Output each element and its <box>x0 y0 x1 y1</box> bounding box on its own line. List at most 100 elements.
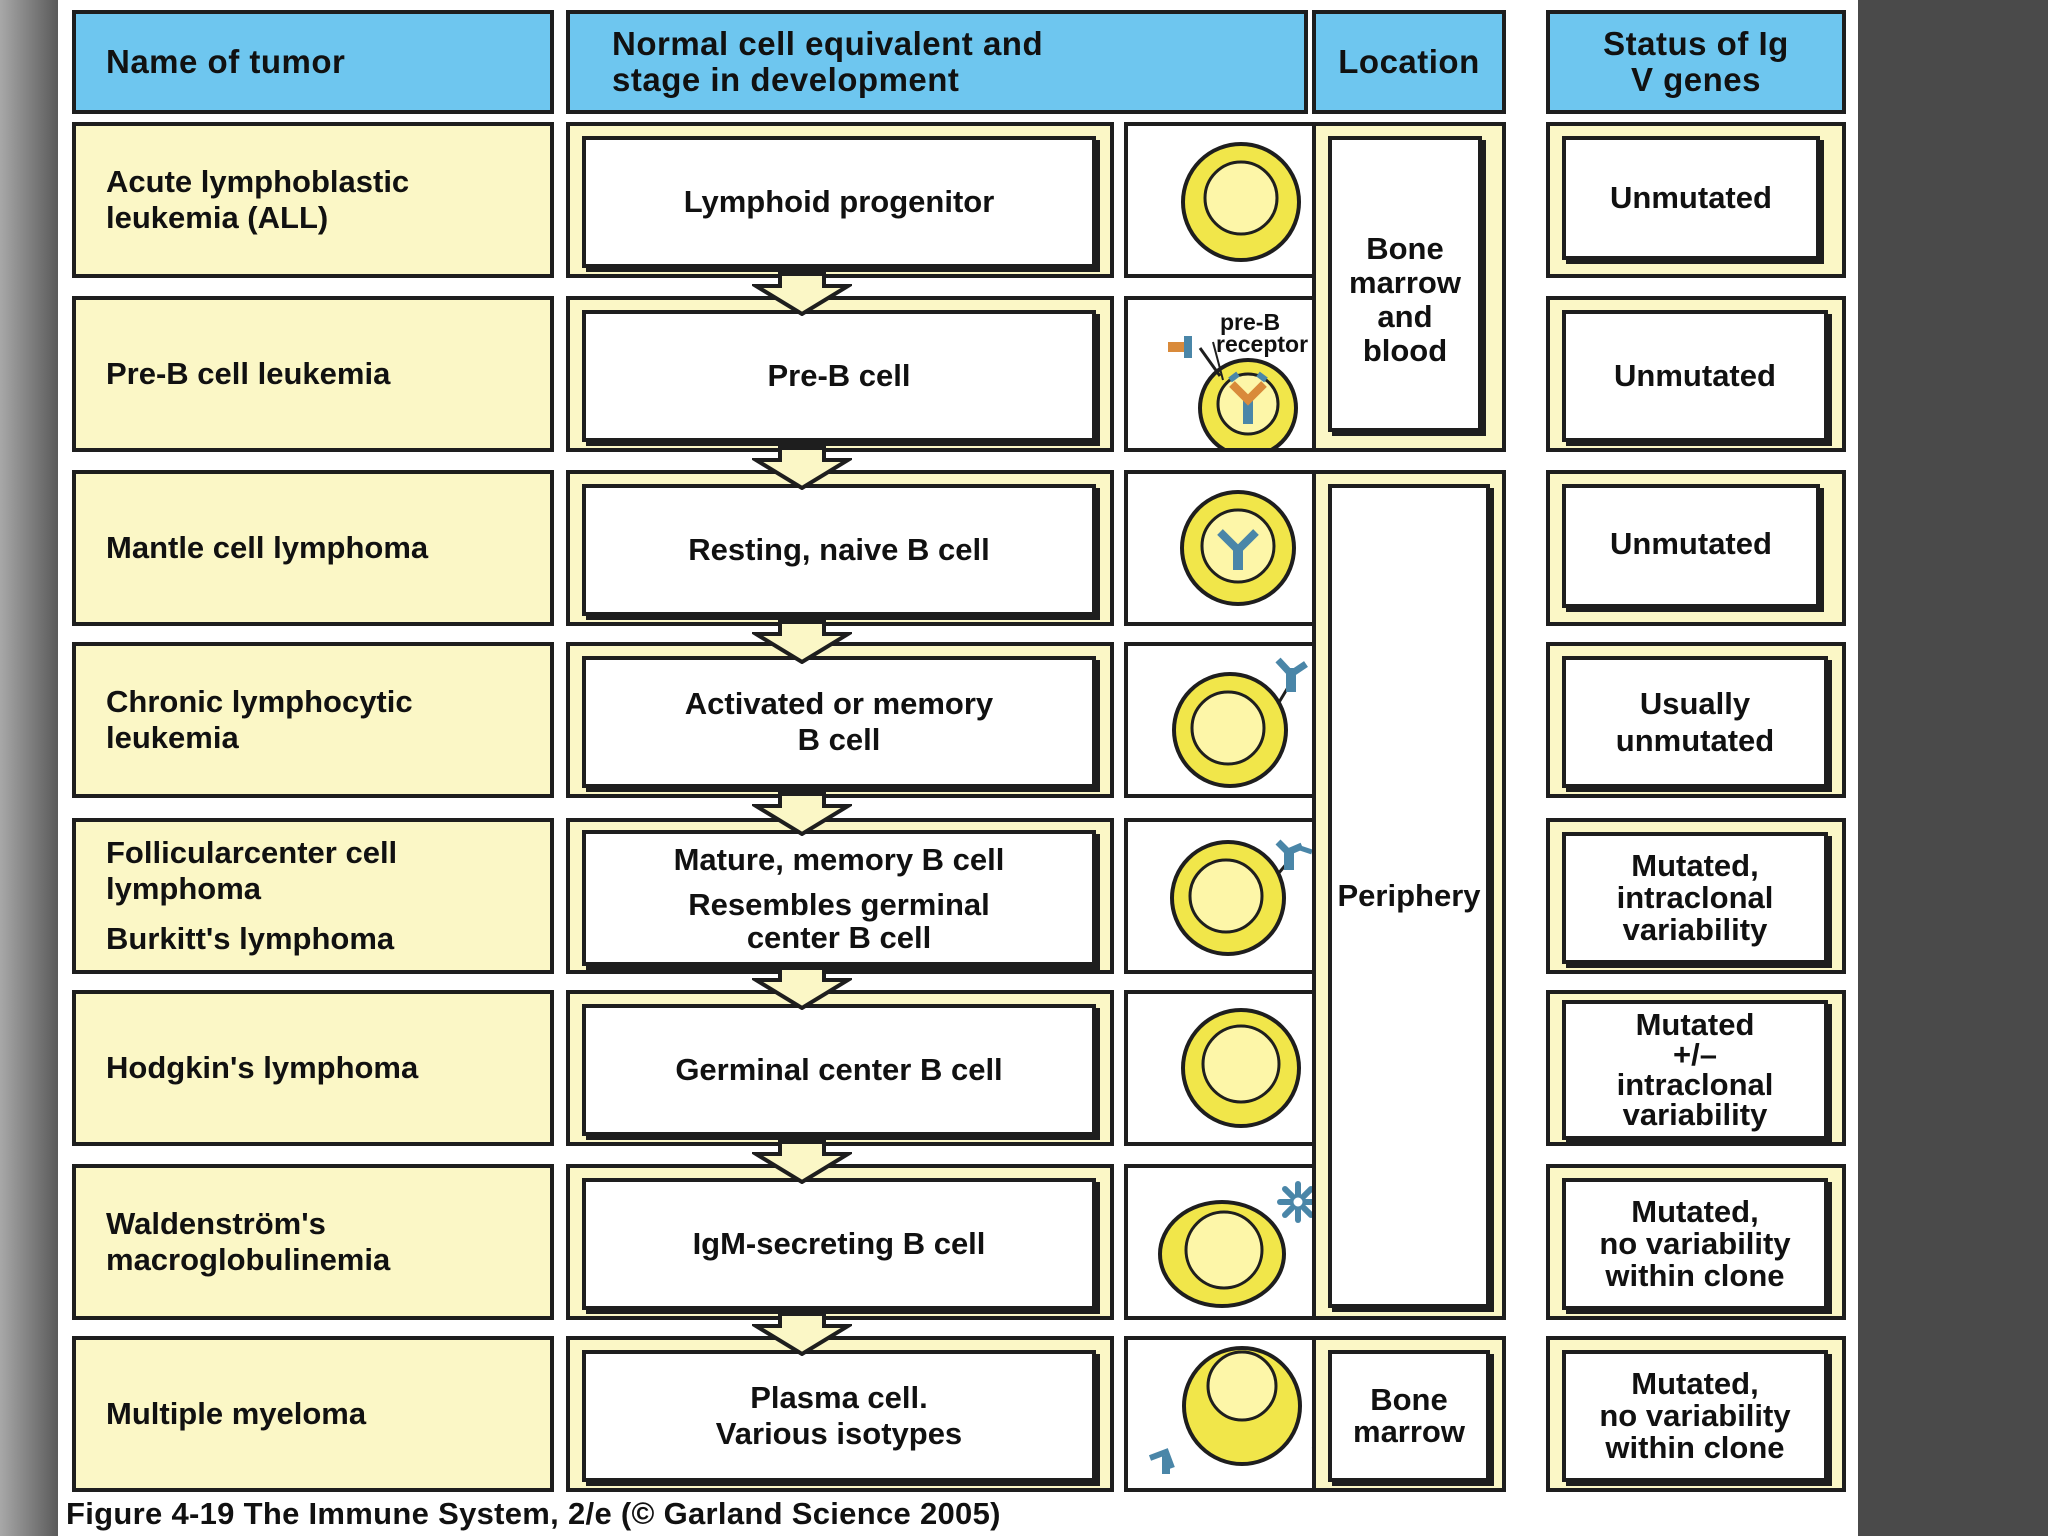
location-frame-bone-marrow: Bone marrow <box>1312 1336 1506 1492</box>
normal-cell-text: Resting, naive B cell <box>688 532 990 567</box>
location-label: Periphery <box>1337 878 1481 913</box>
status-text: Unmutated <box>1614 358 1776 393</box>
header-status: Status of Ig V genes <box>1546 10 1846 114</box>
status-box: Unmutated <box>1562 136 1820 260</box>
down-arrow-icon <box>752 446 852 490</box>
status-frame: Usually unmutated <box>1546 642 1846 798</box>
tumor-cell: Chronic lymphocytic leukemia <box>72 642 554 798</box>
tumor-name: Waldenström's macroglobulinemia <box>106 1206 391 1277</box>
tumor-cell: Hodgkin's lymphoma <box>72 990 554 1146</box>
naive-b-cell-icon <box>1180 490 1296 606</box>
status-text: Mutated, no variability within clone <box>1599 1366 1791 1465</box>
status-box: Mutated, no variability within clone <box>1562 1350 1828 1482</box>
slide-left-gradient <box>0 0 58 1536</box>
normal-cell-box: Plasma cell. Various isotypes <box>582 1350 1096 1482</box>
status-frame: Unmutated <box>1546 296 1846 452</box>
normal-cell-box: Lymphoid progenitor <box>582 136 1096 268</box>
normal-cell-box: Mature, memory B cell Resembles germinal… <box>582 830 1096 966</box>
pre-b-receptor-label-line2: receptor <box>1216 331 1308 357</box>
normal-cell-frame: Activated or memory B cell <box>566 642 1114 798</box>
tumor-cell: Pre-B cell leukemia <box>72 296 554 452</box>
normal-cell-box: Germinal center B cell <box>582 1004 1096 1136</box>
status-box: Mutated +/– intraclonal variability <box>1562 1000 1828 1140</box>
status-box: Unmutated <box>1562 484 1820 608</box>
normal-cell-frame: Resting, naive B cell <box>566 470 1114 626</box>
header-tumor-label: Name of tumor <box>106 43 346 80</box>
normal-cell-text: Mature, memory B cell <box>673 842 1005 877</box>
tumor-cell: Waldenström's macroglobulinemia <box>72 1164 554 1320</box>
down-arrow-icon <box>752 272 852 316</box>
slide: Name of tumor Normal cell equivalent and… <box>58 0 1858 1536</box>
tumor-name-secondary: Burkitt's lymphoma <box>106 921 395 956</box>
activated-memory-b-cell-icon <box>1172 657 1308 788</box>
location-label: Bone marrow and blood <box>1349 231 1461 368</box>
status-box: Unmutated <box>1562 310 1828 442</box>
tumor-name: Mantle cell lymphoma <box>106 530 429 565</box>
status-frame: Unmutated <box>1546 470 1846 626</box>
down-arrow-icon <box>752 1140 852 1184</box>
normal-cell-text: Germinal center B cell <box>675 1052 1003 1087</box>
follicular-b-cell-icon <box>1170 839 1313 956</box>
status-text: Unmutated <box>1610 526 1772 561</box>
normal-cell-text-secondary: Resembles germinal center B cell <box>688 887 990 955</box>
normal-cell-box: IgM-secreting B cell <box>582 1178 1096 1310</box>
status-frame: Mutated, no variability within clone <box>1546 1164 1846 1320</box>
normal-cell-frame: Lymphoid progenitor <box>566 122 1114 278</box>
tumor-cell: Mantle cell lymphoma <box>72 470 554 626</box>
status-frame: Unmutated <box>1546 122 1846 278</box>
status-box: Mutated, intraclonal variability <box>1562 832 1828 964</box>
status-text: Unmutated <box>1610 180 1772 215</box>
tumor-cell: Follicularcenter cell lymphoma Burkitt's… <box>72 818 554 974</box>
header-location: Location <box>1312 10 1506 114</box>
location-box: Bone marrow <box>1328 1350 1490 1482</box>
normal-cell-text: Plasma cell. Various isotypes <box>715 1380 963 1451</box>
status-box: Mutated, no variability within clone <box>1562 1178 1828 1310</box>
pre-b-receptor-label-line1: pre-B <box>1220 309 1280 335</box>
down-arrow-icon <box>752 966 852 1010</box>
down-arrow-icon <box>752 620 852 664</box>
normal-cell-box: Pre-B cell <box>582 310 1096 442</box>
tumor-name: Follicularcenter cell lymphoma <box>106 835 398 906</box>
figure-caption: Figure 4-19 The Immune System, 2/e (© Ga… <box>66 1496 1001 1531</box>
tumor-name: Hodgkin's lymphoma <box>106 1050 419 1085</box>
normal-cell-text: Lymphoid progenitor <box>683 184 995 219</box>
tumor-name: Chronic lymphocytic leukemia <box>106 684 413 755</box>
header-normal-cell-label: Normal cell equivalent and stage in deve… <box>612 25 1044 98</box>
location-frame-periphery: Periphery <box>1312 470 1506 1320</box>
status-text: Mutated, intraclonal variability <box>1616 848 1774 947</box>
normal-cell-frame: Plasma cell. Various isotypes <box>566 1336 1114 1492</box>
pre-b-receptor-label: pre-B receptor <box>1216 309 1308 357</box>
status-text: Usually unmutated <box>1615 686 1775 758</box>
tumor-name: Multiple myeloma <box>106 1396 367 1431</box>
down-arrow-icon <box>752 1312 852 1356</box>
tumor-cell: Multiple myeloma <box>72 1336 554 1492</box>
normal-cell-text: Activated or memory B cell <box>684 686 994 757</box>
down-arrow-icon <box>752 792 852 836</box>
status-box: Usually unmutated <box>1562 656 1828 788</box>
header-location-label: Location <box>1338 43 1480 80</box>
normal-cell-text: IgM-secreting B cell <box>692 1226 986 1261</box>
status-text: Mutated +/– intraclonal variability <box>1616 1007 1774 1132</box>
tumor-name: Acute lymphoblastic leukemia (ALL) <box>106 164 410 235</box>
plasma-cell-icon <box>1148 1346 1340 1475</box>
normal-cell-text: Pre-B cell <box>767 358 911 393</box>
tumor-name: Pre-B cell leukemia <box>106 356 391 391</box>
normal-cell-frame: Mature, memory B cell Resembles germinal… <box>566 818 1114 974</box>
location-frame-bone-marrow-blood: Bone marrow and blood <box>1312 122 1506 452</box>
status-frame: Mutated +/– intraclonal variability <box>1546 990 1846 1146</box>
slide-right-background <box>1858 0 2048 1536</box>
location-box: Bone marrow and blood <box>1328 136 1482 432</box>
lymphoid-progenitor-cell-icon <box>1181 142 1301 262</box>
status-frame: Mutated, no variability within clone <box>1546 1336 1846 1492</box>
normal-cell-frame: IgM-secreting B cell <box>566 1164 1114 1320</box>
normal-cell-frame: Pre-B cell <box>566 296 1114 452</box>
normal-cell-box: Resting, naive B cell <box>582 484 1096 616</box>
location-box: Periphery <box>1328 484 1490 1308</box>
status-frame: Mutated, intraclonal variability <box>1546 818 1846 974</box>
status-text: Mutated, no variability within clone <box>1599 1194 1791 1293</box>
germinal-center-b-cell-icon <box>1181 1008 1301 1128</box>
header-status-label: Status of Ig V genes <box>1603 25 1789 98</box>
normal-cell-frame: Germinal center B cell <box>566 990 1114 1146</box>
igm-secreting-b-cell-icon <box>1158 1181 1319 1308</box>
location-label: Bone marrow <box>1353 1382 1465 1449</box>
